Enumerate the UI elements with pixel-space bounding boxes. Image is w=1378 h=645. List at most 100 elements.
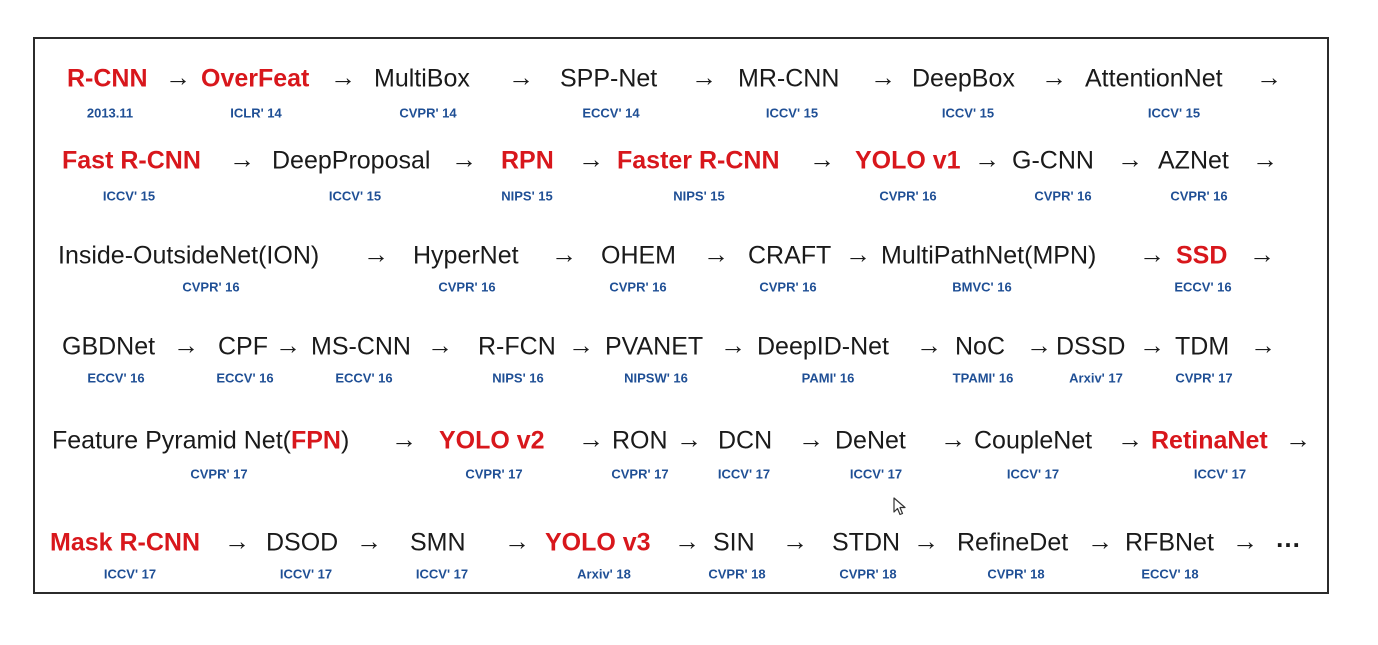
- method-name-highlight: FPN: [290, 426, 341, 455]
- method-name: RPN: [501, 146, 554, 175]
- method-name: OHEM: [601, 241, 676, 270]
- method-name: SSD: [1176, 241, 1228, 270]
- arrow-icon: →: [330, 62, 356, 92]
- arrow-icon: →: [809, 144, 835, 174]
- venue-label: ICCV' 15: [941, 105, 995, 121]
- method-name: GBDNet: [62, 332, 156, 361]
- method-name: AttentionNet: [1085, 64, 1223, 93]
- venue-label: ICCV' 17: [103, 566, 157, 582]
- arrow-icon: →: [356, 526, 382, 556]
- arrow-icon: →: [551, 239, 577, 269]
- venue-label: NIPS' 15: [501, 188, 553, 204]
- method-name: AZNet: [1158, 146, 1229, 175]
- venue-label: NIPS' 16: [492, 370, 544, 386]
- venue-label: ECCV' 16: [87, 370, 145, 386]
- method-name: DeepID-Net: [757, 332, 889, 361]
- venue-label: CVPR' 17: [611, 466, 669, 482]
- venue-label: ECCV' 16: [216, 370, 274, 386]
- method-name: RON: [612, 426, 668, 455]
- method-name-part: ): [340, 426, 350, 455]
- arrow-icon: →: [451, 144, 477, 174]
- method-name: MultiBox: [374, 64, 470, 93]
- venue-label: ICCV' 17: [279, 566, 333, 582]
- venue-label: CVPR' 18: [708, 566, 766, 582]
- method-name: DeNet: [835, 426, 906, 455]
- arrow-icon: →: [703, 239, 729, 269]
- method-name: PVANET: [605, 332, 704, 361]
- method-name: SMN: [410, 528, 466, 557]
- arrow-icon: →: [845, 239, 871, 269]
- method-name: SIN: [713, 528, 755, 557]
- venue-label: NIPS' 15: [673, 188, 725, 204]
- arrow-icon: →: [1139, 330, 1165, 360]
- timeline-frame: [33, 37, 1329, 594]
- venue-label: CVPR' 16: [879, 188, 937, 204]
- mouse-cursor-icon: [893, 497, 906, 516]
- venue-label: CVPR' 18: [987, 566, 1045, 582]
- arrow-icon: →: [568, 330, 594, 360]
- venue-label: Arxiv' 18: [577, 566, 631, 582]
- venue-label: CVPR' 16: [609, 279, 667, 295]
- method-name: NoC: [955, 332, 1006, 361]
- venue-label: CVPR' 16: [759, 279, 817, 295]
- method-name: HyperNet: [413, 241, 519, 270]
- venue-label: ICCV' 17: [415, 566, 469, 582]
- venue-label: NIPSW' 16: [624, 370, 688, 386]
- venue-label: BMVC' 16: [952, 279, 1012, 295]
- arrow-icon: →: [676, 424, 702, 454]
- venue-label: ECCV' 18: [1141, 566, 1199, 582]
- arrow-icon: →: [363, 239, 389, 269]
- method-name: YOLO v1: [855, 146, 961, 175]
- arrow-icon: →: [798, 424, 824, 454]
- arrow-icon: →: [691, 62, 717, 92]
- venue-label: CVPR' 16: [182, 279, 240, 295]
- arrow-icon: →: [165, 62, 191, 92]
- method-name: DeepBox: [912, 64, 1015, 93]
- arrow-icon: →: [1249, 239, 1275, 269]
- venue-label: ICCV' 15: [328, 188, 382, 204]
- arrow-icon: →: [578, 424, 604, 454]
- method-name: DCN: [718, 426, 773, 455]
- method-name: TDM: [1175, 332, 1230, 361]
- method-name-part: Feature Pyramid Net(: [52, 426, 291, 455]
- venue-label: CVPR' 18: [839, 566, 897, 582]
- arrow-icon: →: [674, 526, 700, 556]
- venue-label: ICCV' 17: [1006, 466, 1060, 482]
- method-name: G-CNN: [1012, 146, 1094, 175]
- arrow-icon: →: [1117, 424, 1143, 454]
- arrow-icon: →: [1117, 144, 1143, 174]
- venue-label: TPAMI' 16: [952, 370, 1014, 386]
- method-name: DSSD: [1056, 332, 1126, 361]
- arrow-icon: →: [1041, 62, 1067, 92]
- method-name: Fast R-CNN: [62, 146, 201, 175]
- venue-label: ICCV' 17: [717, 466, 771, 482]
- venue-label: CVPR' 14: [399, 105, 457, 121]
- venue-label: ECCV' 14: [582, 105, 640, 121]
- method-name: CRAFT: [748, 241, 832, 270]
- arrow-icon: →: [1232, 526, 1258, 556]
- venue-label: ECCV' 16: [335, 370, 393, 386]
- arrow-icon: →: [1256, 62, 1282, 92]
- method-name: RFBNet: [1125, 528, 1214, 557]
- venue-label: CVPR' 17: [1175, 370, 1233, 386]
- method-name: MultiPathNet(MPN): [881, 241, 1097, 270]
- venue-label: Arxiv' 17: [1069, 370, 1123, 386]
- method-name: MR-CNN: [738, 64, 840, 93]
- venue-label: 2013.11: [86, 105, 134, 121]
- method-name: OverFeat: [201, 64, 310, 93]
- method-name: Inside-OutsideNet(ION): [58, 241, 320, 270]
- arrow-icon: →: [1285, 424, 1311, 454]
- arrow-icon: →: [578, 144, 604, 174]
- ellipsis-more: …: [1275, 523, 1301, 553]
- method-name: DSOD: [266, 528, 339, 557]
- arrow-icon: →: [1026, 330, 1052, 360]
- method-name: YOLO v3: [545, 528, 651, 557]
- method-name: YOLO v2: [439, 426, 545, 455]
- arrow-icon: →: [229, 144, 255, 174]
- arrow-icon: →: [427, 330, 453, 360]
- arrow-icon: →: [391, 424, 417, 454]
- venue-label: CVPR' 16: [438, 279, 496, 295]
- venue-label: ICCV' 15: [765, 105, 819, 121]
- method-name: CPF: [218, 332, 268, 361]
- method-name: Faster R-CNN: [617, 146, 780, 175]
